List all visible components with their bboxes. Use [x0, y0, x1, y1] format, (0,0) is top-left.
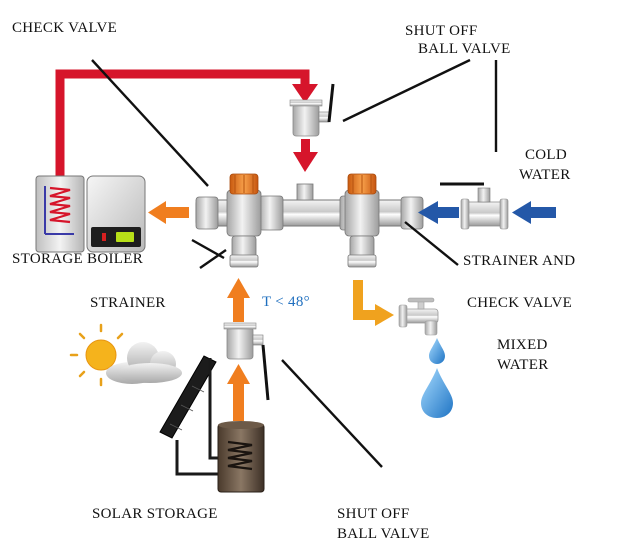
label-strainer-and: STRAINER AND [463, 253, 576, 269]
cold-inlet-arrow-right [512, 201, 531, 224]
hot-water-pipe [55, 69, 310, 176]
hot-inlet-arrow-bottom [293, 152, 318, 172]
label-temperature: T < 48° [262, 294, 310, 310]
shut-off-ball-valve-cold [440, 182, 509, 230]
supply-arrow-top [227, 278, 250, 298]
solar-panel [159, 355, 217, 439]
cold-inlet-arrow-left [418, 201, 438, 224]
label-mixed-water-line2: WATER [497, 357, 549, 373]
cold-inlet-shaft-left [437, 207, 459, 218]
storage-boiler [35, 175, 146, 253]
label-solar-storage: SOLAR STORAGE [92, 506, 218, 522]
supply-shaft-bottom [233, 383, 244, 421]
hot-inlet-shaft [301, 139, 310, 153]
solar-loop-line [175, 440, 230, 476]
label-check-valve-top: CHECK VALVE [12, 20, 118, 36]
cloud-icon [106, 342, 182, 384]
water-drop-small [429, 338, 445, 364]
label-check-valve-right: CHECK VALVE [467, 295, 573, 311]
boiler-outlet-arrow [148, 201, 166, 224]
mixed-water-arrow [353, 280, 376, 320]
label-storage-boiler: STORAGE BOILER [12, 251, 144, 267]
supply-arrow-bottom [227, 364, 250, 384]
solar-storage-tank [217, 421, 265, 493]
label-shut-off-bottom-line1: SHUT OFF [337, 506, 410, 522]
label-shut-off-top-line2: BALL VALVE [418, 41, 511, 57]
leader-shut-off-bottom [281, 359, 383, 468]
leader-strainer-left [191, 238, 225, 260]
shut-off-ball-valve-top [289, 83, 335, 137]
label-strainer-left: STRAINER [90, 295, 166, 311]
outlet-shaft [165, 207, 189, 218]
shut-off-ball-valve-bottom [223, 322, 270, 401]
leader-check-valve-top [91, 59, 209, 187]
label-cold-water-line2: WATER [519, 167, 571, 183]
supply-shaft-top [233, 296, 244, 322]
water-drop-large [421, 368, 453, 418]
mixing-valve-manifold [195, 173, 424, 268]
mixed-water-arrow-head [375, 304, 394, 326]
mixed-water-tap [398, 297, 439, 336]
label-cold-water-line1: COLD [525, 147, 568, 163]
label-mixed-water-line1: MIXED [497, 337, 548, 353]
cold-inlet-shaft-right [530, 207, 556, 218]
label-shut-off-top-line1: SHUT OFF [405, 23, 478, 39]
leader-strainer-check [404, 221, 459, 266]
hot-inlet-arrow-top [292, 84, 318, 103]
label-shut-off-bottom-line2: BALL VALVE [337, 526, 430, 542]
leader-shut-off-top [342, 58, 471, 123]
leader-storage-boiler [199, 249, 227, 269]
